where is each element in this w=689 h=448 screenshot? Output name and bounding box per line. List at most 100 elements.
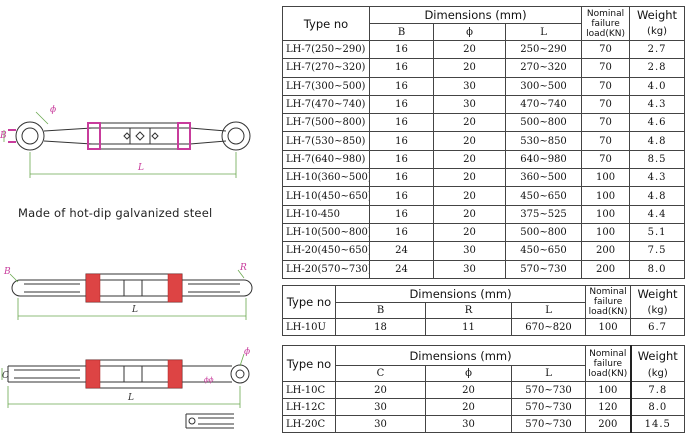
nominal-load-header: Nominal failure load(KN) — [585, 285, 632, 319]
spec-table-u-type: Type no Dimensions (mm) Nominal failure … — [282, 285, 686, 336]
phi-label: ϕ — [244, 347, 250, 357]
cell-c2: 11 — [425, 318, 512, 336]
cell-phi: 20 — [433, 186, 506, 206]
cell-load: 100 — [585, 318, 632, 336]
cell-l: 250~290 — [504, 39, 583, 60]
dimensions-header: Dimensions (mm) — [334, 285, 587, 303]
cell-phi: 20 — [433, 168, 506, 188]
cell-load: 200 — [581, 259, 631, 279]
cell-type: LH-20C — [282, 415, 336, 433]
cell-type: LH-20(450~650) — [282, 241, 370, 261]
cell-l: 570~730 — [510, 398, 587, 416]
cell-l: 375~525 — [504, 204, 583, 224]
cell-l: 450~650 — [504, 241, 583, 261]
cell-load: 100 — [581, 204, 631, 224]
cell-load: 70 — [581, 58, 631, 78]
cell-weight: 4.8 — [629, 131, 686, 151]
spec-table-c-type: Type no Dimensions (mm) Nominal failure … — [282, 345, 686, 433]
cell-phi: 20 — [433, 39, 506, 60]
l-label: L — [131, 305, 138, 315]
cell-phi: 20 — [433, 149, 506, 170]
cell-l: 530~850 — [504, 131, 583, 151]
cell-l: 570~730 — [510, 415, 587, 433]
cell-type: LH-10(500~800) — [282, 222, 370, 243]
cell-type: LH-20(570~730) — [282, 259, 370, 279]
cell-weight: 4.0 — [629, 76, 686, 96]
cell-phi: 30 — [433, 94, 506, 115]
cell-b: 16 — [369, 58, 434, 78]
phi-phi-label: ϕϕ — [204, 376, 214, 384]
cell-type: LH-7(250~290) — [282, 39, 370, 60]
cell-c1: 18 — [335, 318, 426, 336]
cell-phi: 30 — [433, 241, 506, 261]
turnbuckle-eye-eye-drawing: ϕ B L — [0, 105, 251, 178]
cell-l: 500~800 — [504, 113, 583, 133]
weight-unit-header: (kg) — [629, 23, 686, 41]
cell-type: LH-10(360~500) — [282, 168, 370, 188]
cell-weight: 2.7 — [629, 39, 686, 60]
phi-label: ϕ — [50, 105, 56, 115]
cell-weight: 8.0 — [629, 259, 686, 279]
cell-l: 640~980 — [504, 149, 583, 170]
cell-l: 570~730 — [510, 381, 587, 399]
cell-b: 16 — [369, 39, 434, 60]
material-caption: Made of hot-dip galvanized steel — [18, 206, 213, 220]
cell-load: 100 — [581, 186, 631, 206]
cell-b: 16 — [369, 204, 434, 224]
cell-weight: 7.5 — [629, 241, 686, 261]
cell-load: 70 — [581, 39, 631, 60]
cell-weight: 4.3 — [629, 94, 686, 115]
cell-l: 300~500 — [504, 76, 583, 96]
l-label: L — [137, 163, 144, 173]
b-label: B — [3, 267, 11, 277]
col-l-header: L — [510, 365, 587, 382]
cell-load: 70 — [581, 94, 631, 115]
cell-b: 16 — [369, 76, 434, 96]
cell-weight: 4.6 — [629, 113, 686, 133]
col-l-header: L — [504, 23, 583, 41]
cell-weight: 4.4 — [629, 204, 686, 224]
cell-phi: 20 — [433, 131, 506, 151]
cell-c1: 20 — [335, 381, 426, 399]
type-no-header: Type no — [282, 285, 336, 319]
cell-load: 100 — [581, 222, 631, 243]
cell-type: LH-10U — [282, 318, 336, 336]
cell-l: 270~320 — [504, 58, 583, 78]
l-label: L — [127, 393, 134, 403]
cell-type: LH-10-450 — [282, 204, 370, 224]
cell-b: 24 — [369, 241, 434, 261]
cell-load: 200 — [581, 241, 631, 261]
cell-c1: 30 — [335, 415, 426, 433]
col-b-header: B — [369, 23, 434, 41]
cell-b: 16 — [369, 186, 434, 206]
cell-b: 16 — [369, 113, 434, 133]
cell-b: 16 — [369, 94, 434, 115]
weight-unit-header: (kg) — [630, 302, 686, 319]
cell-load: 100 — [581, 168, 631, 188]
col-phi-header: ϕ — [425, 365, 512, 382]
cell-weight: 6.7 — [630, 318, 686, 336]
cell-type: LH-7(640~980) — [282, 149, 370, 170]
cell-type: LH-12C — [282, 398, 336, 416]
cell-weight: 4.3 — [629, 168, 686, 188]
cell-phi: 30 — [433, 259, 506, 279]
col-b-header: B — [335, 302, 426, 319]
cell-l: 360~500 — [504, 168, 583, 188]
cell-c2: 20 — [425, 398, 512, 416]
cell-phi: 20 — [433, 113, 506, 133]
cell-c2: 30 — [425, 415, 512, 433]
cell-phi: 20 — [433, 58, 506, 78]
cell-b: 24 — [369, 259, 434, 279]
